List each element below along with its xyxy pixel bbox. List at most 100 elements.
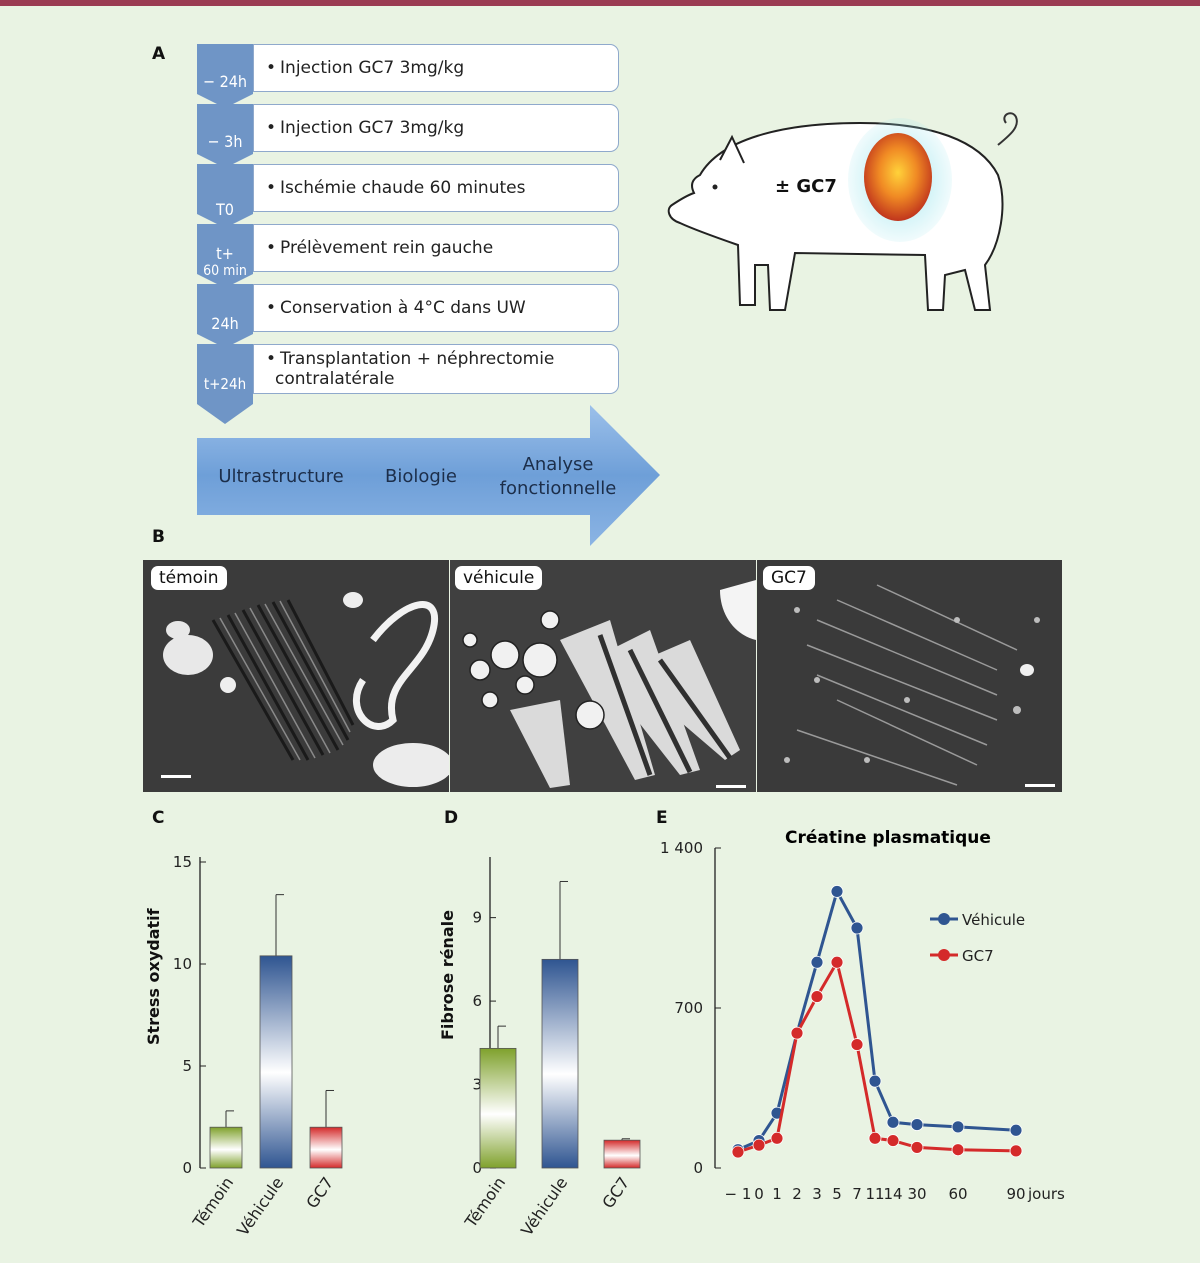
data-point <box>830 885 844 898</box>
y-tick-label: 5 <box>182 1057 192 1075</box>
y-tick-label: 6 <box>472 992 482 1010</box>
timeline-step-2: − 3h •Injection GC7 3mg/kg <box>197 104 621 168</box>
analysis-arrow <box>197 405 660 546</box>
legend-marker <box>938 949 950 961</box>
data-point <box>886 1115 900 1129</box>
step-time: 24h <box>211 314 239 333</box>
bar-gc7 <box>603 1139 641 1169</box>
x-tick-label: 60 <box>948 1185 967 1203</box>
x-tick-label: 11 <box>865 1185 884 1203</box>
pig-treatment-label: ± GC7 <box>775 176 837 197</box>
x-tick-label: 1 <box>772 1185 782 1203</box>
data-point <box>770 1131 784 1145</box>
arrow-item-ultrastructure: Ultrastructure <box>218 466 344 487</box>
step-text: Conservation à 4°C dans UW <box>280 298 526 318</box>
chart-d-y-label: Fibrose rénale <box>438 910 457 1040</box>
top-border <box>0 0 1200 6</box>
step-time: t+24h <box>203 375 247 393</box>
data-point <box>790 1026 804 1040</box>
y-tick-label: 3 <box>472 1076 482 1094</box>
x-tick-label: 30 <box>907 1185 926 1203</box>
micrograph-gc7 <box>757 560 1062 792</box>
chevron-marker <box>197 344 253 424</box>
x-category-label: Témoin <box>461 1173 510 1231</box>
x-tick-label: − 1 <box>725 1185 752 1203</box>
x-category-label: GC7 <box>598 1173 633 1212</box>
step-text-line1: Transplantation + néphrectomie <box>280 349 555 369</box>
x-category-label: Véhicule <box>233 1173 287 1239</box>
data-point <box>951 1143 965 1157</box>
step-time: − 24h <box>202 72 248 91</box>
micrograph-label-temoin: témoin <box>151 566 227 590</box>
data-point <box>910 1141 924 1154</box>
y-tick-label: 0 <box>182 1159 192 1177</box>
y-tick-label: 9 <box>472 909 482 927</box>
step-time-line1: t+ <box>216 244 234 263</box>
micrograph-vehicule <box>450 560 756 792</box>
step-text: Ischémie chaude 60 minutes <box>280 178 526 198</box>
step-text-box: •Conservation à 4°C dans UW <box>253 284 619 332</box>
panel-label-e: E <box>656 808 668 828</box>
data-point <box>910 1118 924 1131</box>
chevron-marker <box>197 284 253 348</box>
legend-label: GC7 <box>962 947 994 965</box>
step-text-box: •Transplantation + néphrectomie contrala… <box>253 344 619 394</box>
data-point <box>868 1131 882 1145</box>
legend-marker <box>938 913 950 925</box>
timeline-step-4: t+ 60 min •Prélèvement rein gauche <box>197 224 621 288</box>
step-time: − 3h <box>207 132 243 151</box>
x-tick-label: 7 <box>852 1185 862 1203</box>
micrograph-label-vehicule: véhicule <box>455 566 543 590</box>
data-point <box>1009 1123 1023 1137</box>
step-text: Injection GC7 3mg/kg <box>280 58 465 78</box>
data-point <box>1009 1144 1023 1158</box>
bar-témoin <box>209 1126 243 1169</box>
bar-véhicule <box>541 958 579 1169</box>
x-tick-label: 5 <box>832 1185 842 1203</box>
data-point <box>810 990 824 1003</box>
data-point <box>868 1074 882 1088</box>
step-time: T0 <box>216 200 234 219</box>
step-text-box: •Injection GC7 3mg/kg <box>253 44 619 92</box>
data-point <box>752 1138 766 1152</box>
timeline-step-3: T0 •Ischémie chaude 60 minutes <box>197 164 621 228</box>
data-point <box>886 1134 900 1147</box>
data-point <box>850 921 864 935</box>
chart-c-y-label: Stress oxydatif <box>144 908 163 1045</box>
panel-label-b: B <box>152 527 165 547</box>
timeline-step-1: − 24h •Injection GC7 3mg/kg <box>197 44 621 108</box>
bar-véhicule <box>259 955 293 1169</box>
step-text-box: •Ischémie chaude 60 minutes <box>253 164 619 212</box>
timeline-step-6: t+24h •Transplantation + néphrectomie co… <box>197 344 621 424</box>
x-category-label: Véhicule <box>517 1173 571 1239</box>
chevron-marker <box>197 104 253 168</box>
step-text: Prélèvement rein gauche <box>280 238 494 258</box>
x-tick-label: 0 <box>754 1185 764 1203</box>
step-text-box: •Prélèvement rein gauche <box>253 224 619 272</box>
series-line-1 <box>737 958 1017 1154</box>
y-tick-label: 0 <box>472 1159 482 1177</box>
chart-title: Créatine plasmatique <box>785 828 991 848</box>
x-tick-label: 3 <box>812 1185 822 1203</box>
bar-témoin <box>479 1047 517 1169</box>
micrograph-temoin <box>143 560 449 792</box>
y-tick-label: 15 <box>173 853 192 871</box>
x-unit-label: jours <box>1027 1185 1065 1203</box>
pig-illustration <box>667 112 1018 311</box>
chevron-marker <box>197 164 253 228</box>
step-text-line2: contralatérale <box>275 369 395 389</box>
x-tick-label: 90 <box>1006 1185 1025 1203</box>
panel-label-c: C <box>152 808 165 828</box>
timeline-step-5: 24h •Conservation à 4°C dans UW <box>197 284 621 348</box>
y-tick-label: 1 400 <box>660 839 703 857</box>
bar-gc7 <box>309 1126 343 1169</box>
data-point <box>810 955 824 969</box>
data-point <box>830 955 844 969</box>
x-category-label: GC7 <box>302 1173 337 1212</box>
y-tick-label: 0 <box>693 1159 703 1177</box>
step-text-box: •Injection GC7 3mg/kg <box>253 104 619 152</box>
x-tick-label: 14 <box>883 1185 902 1203</box>
